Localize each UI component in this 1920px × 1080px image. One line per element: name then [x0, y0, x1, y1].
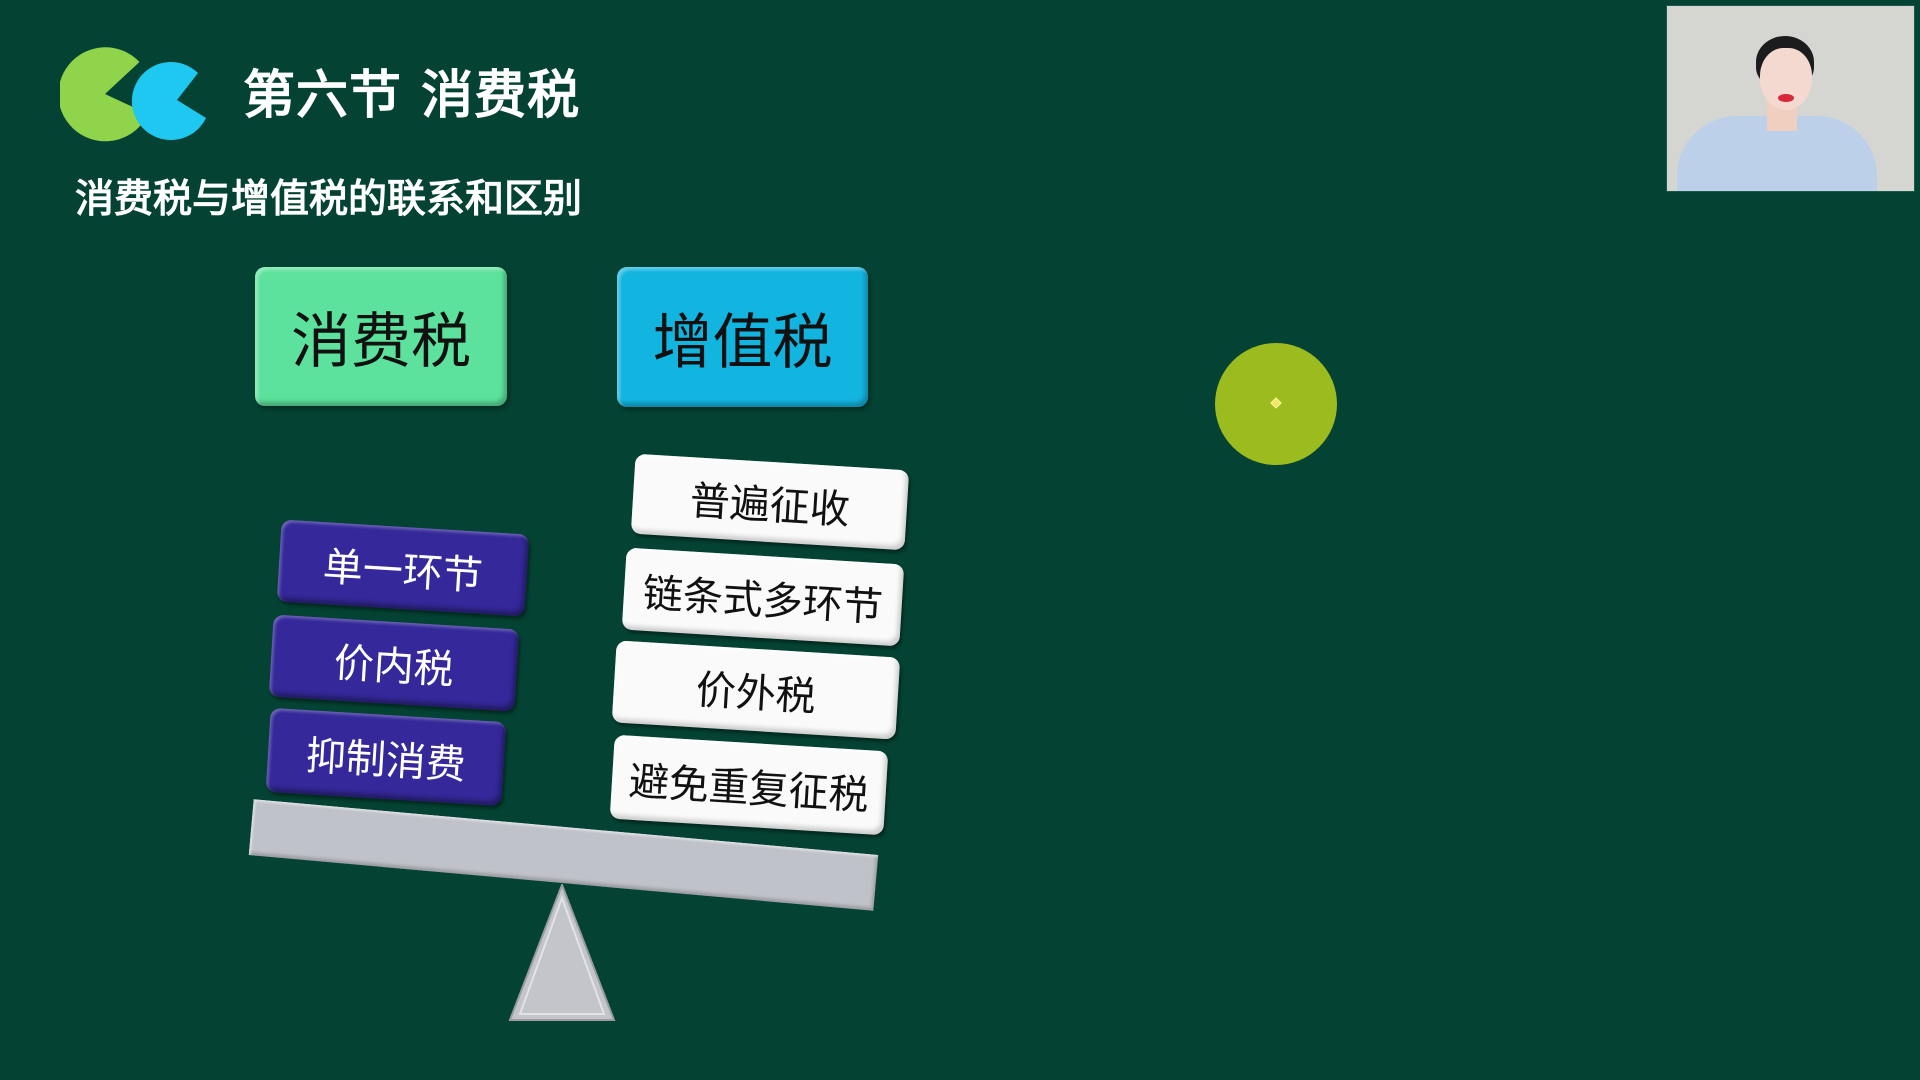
vat-item-price-exclusive: 价外税 [611, 640, 901, 740]
item-label: 抑制消费 [304, 733, 468, 789]
item-label: 避免重复征税 [627, 758, 870, 820]
vat-header: 增值税 [617, 267, 868, 407]
section-title: 第六节 消费税 [243, 66, 581, 126]
item-label: 普遍征收 [688, 478, 852, 534]
consumption-tax-header: 消费税 [255, 267, 507, 406]
seesaw-fulcrum-icon [508, 884, 616, 1021]
vat-header-label: 增值税 [652, 307, 833, 378]
consumption-item-single-stage: 单一环节 [276, 519, 530, 617]
presenter-webcam [1666, 5, 1915, 192]
vat-item-avoid-double-taxation: 避免重复征税 [609, 734, 889, 836]
consumption-tax-header-label: 消费税 [291, 307, 471, 377]
logo-icon [60, 47, 206, 142]
vat-item-chain-multi-stage: 链条式多环节 [621, 547, 905, 647]
item-label: 单一环节 [321, 544, 485, 600]
item-label: 价外税 [694, 667, 818, 721]
item-label: 价内税 [332, 640, 456, 694]
vat-item-universal-levy: 普遍征收 [630, 453, 910, 551]
item-label: 链条式多环节 [641, 570, 884, 632]
consumption-item-restrain-consumption: 抑制消费 [265, 707, 507, 807]
presenter-lips [1778, 94, 1794, 102]
consumption-item-price-inclusive: 价内税 [268, 614, 520, 712]
slide-subtitle: 消费税与增值税的联系和区别 [75, 177, 583, 222]
